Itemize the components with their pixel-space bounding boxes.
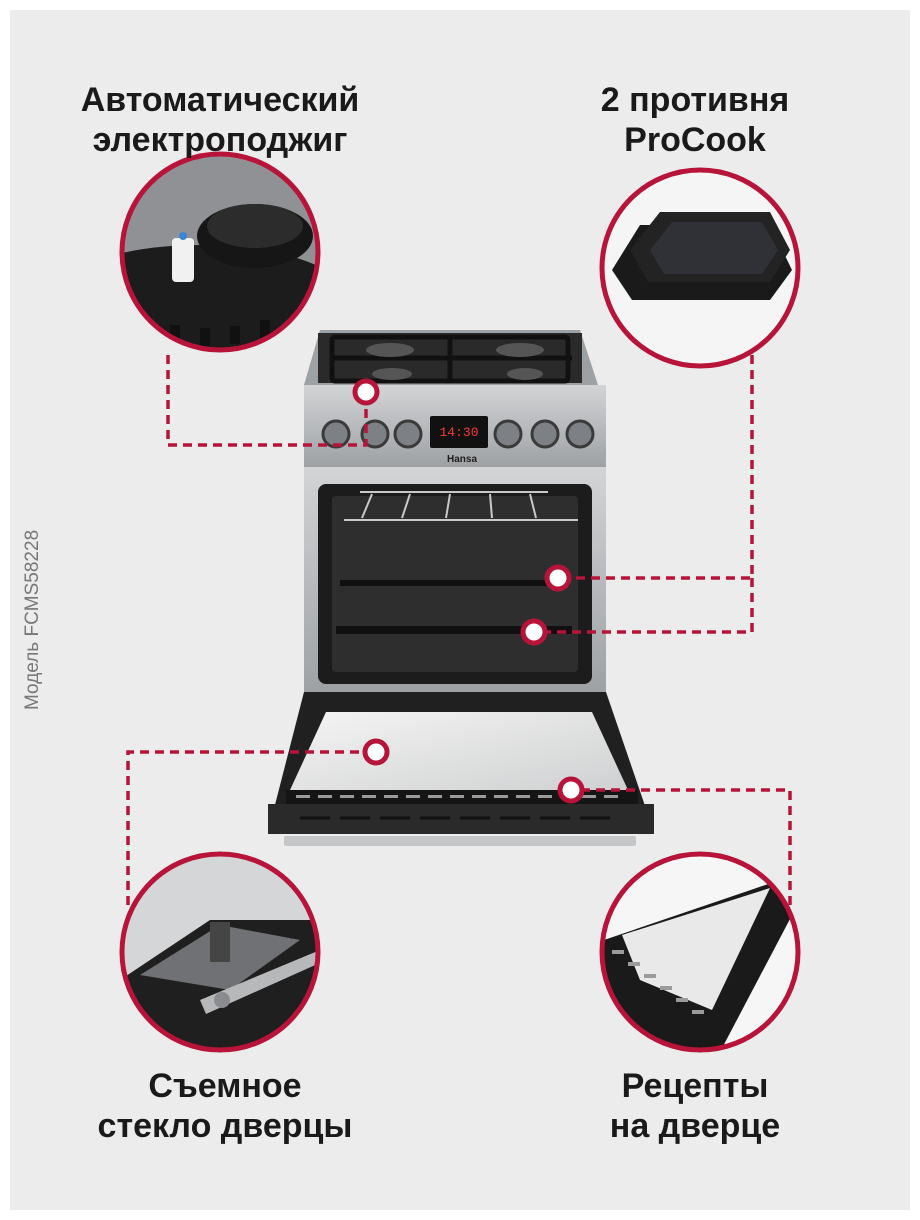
zoom-recipes [599,851,801,1053]
callout-glass-line1: Съемное [148,1067,302,1105]
callout-trays-line2: ProCook [624,121,766,159]
callout-recipes-line2: на дверце [609,1107,781,1145]
callout-glass-line2: стекло дверцы [97,1107,353,1145]
burners [366,343,544,380]
zoom-ignition [119,151,321,353]
grate-bars [329,334,572,384]
connector-tray-lower [534,578,754,634]
ignition-electrode [172,238,194,282]
callout-trays-label: 2 противня ProCook [540,80,850,160]
wire-rack [344,491,578,521]
callout-ignition-line2: электроподжиг [92,121,348,159]
control-knobs [321,419,595,449]
hotspot-ignition[interactable] [352,378,380,406]
hotspot-glass[interactable] [362,738,390,766]
clock-display [430,416,488,448]
callout-recipes-label: Рецепты на дверце [540,1066,850,1146]
callout-glass-label: Съемное стекло дверцы [60,1066,390,1146]
zoom-trays [599,167,801,369]
door-handle [284,836,636,846]
hotspot-recipes[interactable] [557,776,585,804]
hotspot-tray-lower[interactable] [520,618,548,646]
connector-recipes [571,788,792,905]
gas-stove: 14:30 Hansa [268,330,654,846]
door-handle-zoom [200,950,318,1014]
brand-logo: Hansa [447,454,477,465]
tray-upper [340,580,570,586]
hotspot-markers [352,378,585,804]
callout-ignition-line1: Автоматический [80,81,360,119]
door-glass [290,712,628,790]
callout-trays-line1: 2 противня [600,81,790,119]
zoom-glass [119,851,321,1053]
connector-glass [126,750,376,905]
hotspot-tray-upper[interactable] [544,564,572,592]
callout-recipes-line1: Рецепты [621,1067,769,1105]
callout-ignition-label: Автоматический электроподжиг [40,80,400,160]
connector-tray-upper [558,355,754,580]
tray-lower [336,626,572,634]
clock-display-time: 14:30 [439,425,478,440]
model-label: Модель FCMS58228 [22,529,43,710]
connector-ignition [166,355,368,447]
connector-lines [126,355,792,905]
